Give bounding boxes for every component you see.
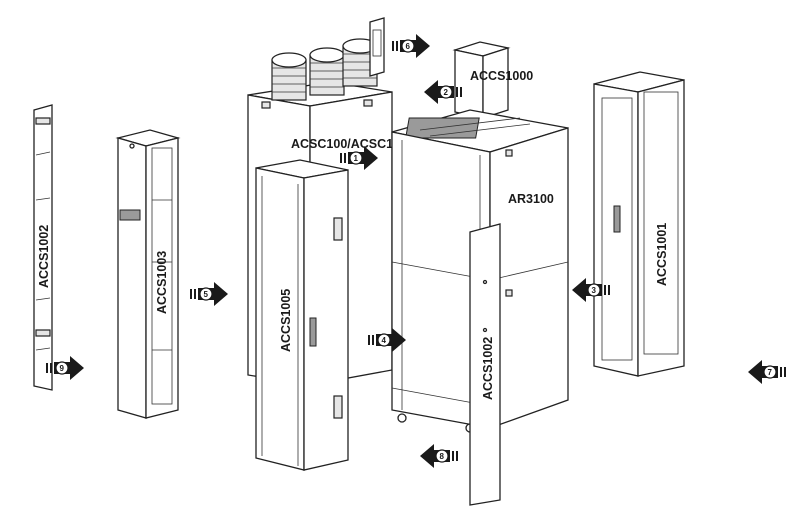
- side-panel-accs1001: ACCS1001: [593, 71, 685, 377]
- label-accs1000: ACCS1000: [470, 69, 533, 83]
- step-number-7: 7: [768, 368, 773, 377]
- label-accs1003: ACCS1003: [155, 251, 169, 314]
- step-number-4: 4: [382, 336, 387, 345]
- step-number-3: 3: [592, 286, 597, 295]
- step-arrow-8: 8: [420, 444, 458, 468]
- duct-coil-1: [271, 52, 307, 101]
- label-acsc: ACSC100/ACSC101: [291, 137, 407, 151]
- cabinet-accs1003: ACCS1003: [115, 129, 181, 419]
- step-arrow-2: 2: [424, 80, 462, 104]
- duct-coil-2: [309, 47, 345, 96]
- step-number-6: 6: [406, 42, 411, 51]
- front-panel-accs1002: ACCS1002: [469, 223, 501, 506]
- step-number-2: 2: [444, 88, 449, 97]
- step-number-1: 1: [354, 154, 359, 163]
- step-arrow-1: 1: [340, 146, 378, 170]
- label-ar3100: AR3100: [508, 192, 554, 206]
- label-accs1002-front: ACCS1002: [481, 337, 495, 400]
- step-arrow-7: 7: [748, 360, 786, 384]
- duct-coil-3: [342, 38, 378, 87]
- side-panel-accs1002-left: ACCS1002: [33, 104, 53, 391]
- label-accs1002-left: ACCS1002: [37, 225, 51, 288]
- rack-ar3100: AR3100: [391, 109, 569, 433]
- step-number-8: 8: [440, 452, 445, 461]
- step-arrow-6: 6: [392, 34, 430, 58]
- label-accs1001: ACCS1001: [655, 223, 669, 286]
- step-arrow-3: 3: [572, 278, 610, 302]
- front-door-accs1005: ACCS1005: [255, 159, 349, 471]
- step-number-5: 5: [204, 290, 209, 299]
- duct-panel-top: [369, 17, 385, 77]
- chimney-accs1000: ACCS1000: [452, 41, 533, 119]
- top-duct-coils: [271, 38, 378, 101]
- step-arrow-9: 9: [46, 356, 84, 380]
- step-arrow-4: 4: [368, 328, 406, 352]
- step-arrow-5: 5: [190, 282, 228, 306]
- label-accs1005: ACCS1005: [279, 289, 293, 352]
- step-number-9: 9: [60, 364, 65, 373]
